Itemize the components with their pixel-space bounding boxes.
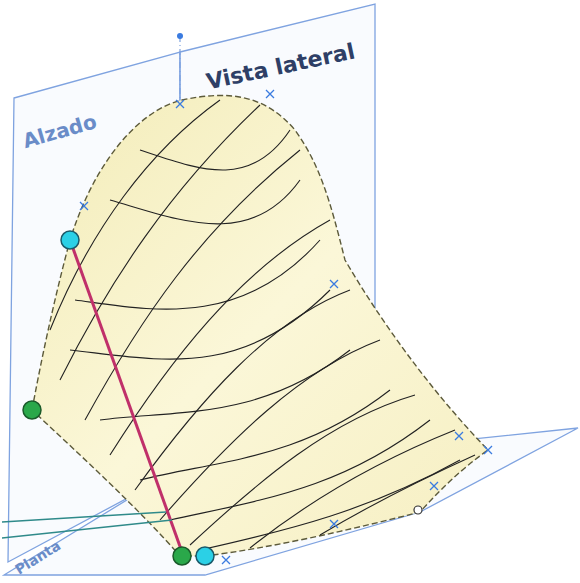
- leader-line: [2, 520, 172, 538]
- surface-grid: [50, 100, 475, 550]
- handle-point: [61, 231, 79, 249]
- handle-point: [173, 547, 191, 565]
- point-marker: [80, 90, 492, 564]
- handle-point: [23, 401, 41, 419]
- end-point: [414, 506, 422, 514]
- leader-line: [2, 512, 166, 522]
- axis-dot: [177, 33, 183, 39]
- guide-curve: [70, 240, 182, 552]
- handle-point: [196, 547, 214, 565]
- swept-surface: [32, 95, 488, 556]
